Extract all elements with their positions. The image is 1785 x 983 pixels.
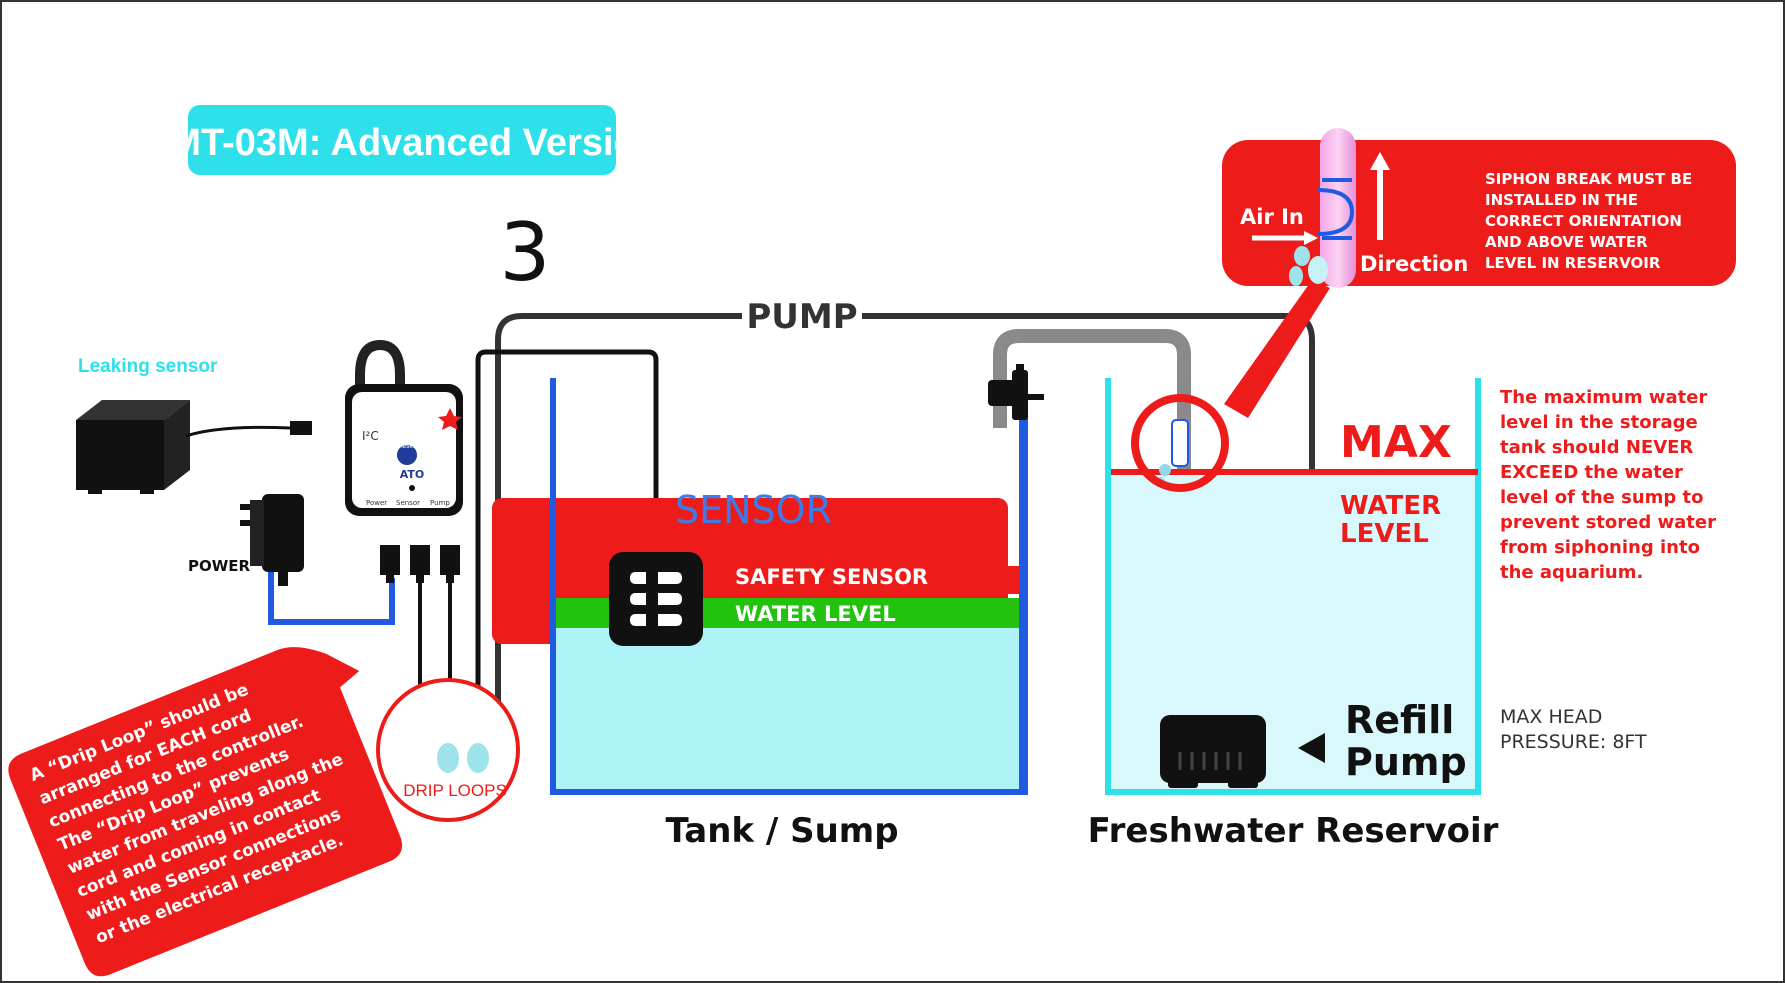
sensor-cable bbox=[440, 349, 659, 728]
water-drop-icon bbox=[437, 743, 459, 773]
leak-sensor-cable bbox=[185, 425, 291, 438]
water-level-band-label: WATER LEVEL bbox=[735, 602, 896, 626]
step-number: 3 bbox=[500, 206, 551, 299]
drip-loops-badge: DRIP LOOPS bbox=[376, 678, 520, 822]
controller-logo-star-icon bbox=[438, 408, 462, 430]
controller-i2c-label: I²C bbox=[362, 429, 379, 443]
leak-sensor-plug bbox=[290, 421, 312, 435]
max-note-line: EXCEED the water bbox=[1500, 462, 1683, 483]
drip-loops-label: DRIP LOOPS bbox=[403, 781, 507, 800]
water-drop-icon bbox=[467, 743, 489, 773]
siphon-warning-line: CORRECT ORIENTATION bbox=[1485, 212, 1682, 230]
max-level-note: The maximum water level in the storage t… bbox=[1500, 387, 1716, 583]
air-in-arrow-icon bbox=[1304, 231, 1318, 245]
drip-loop-note: A “Drip Loop” should be arranged for EAC… bbox=[8, 647, 403, 977]
refill-pump-label-line1: Refill bbox=[1345, 698, 1454, 742]
reservoir-level-label-line1: WATER bbox=[1340, 491, 1441, 521]
reservoir-label: Freshwater Reservoir bbox=[1088, 811, 1499, 851]
max-label: MAX bbox=[1340, 417, 1452, 468]
reservoir-walls bbox=[1105, 378, 1481, 795]
refill-pump-icon bbox=[1160, 715, 1266, 788]
tank-sump: SENSOR SAFETY SENSOR WATER LEVEL Tank / … bbox=[492, 378, 1028, 851]
float-sensor-icon bbox=[609, 552, 703, 646]
direction-label: Direction bbox=[1360, 252, 1468, 276]
sensor-label: SENSOR bbox=[675, 488, 832, 532]
freshwater-reservoir: MAX WATER LEVEL Refill Pump Freshwater R… bbox=[1088, 378, 1499, 851]
return-pipe bbox=[993, 329, 1191, 700]
connector-plugs-icon bbox=[380, 545, 460, 583]
check-valve-icon bbox=[988, 364, 1044, 420]
max-head-label-line1: MAX HEAD bbox=[1500, 706, 1602, 728]
siphon-warning-line: AND ABOVE WATER bbox=[1485, 233, 1648, 251]
safety-sensor-label: SAFETY SENSOR bbox=[735, 565, 928, 589]
title-badge-text: SMT-03M: Advanced Version bbox=[144, 122, 660, 164]
pointer-triangle-icon bbox=[1298, 733, 1325, 763]
max-note-line: the aquarium. bbox=[1500, 562, 1643, 583]
max-note-line: level of the sump to bbox=[1500, 487, 1704, 508]
direction-arrow-icon bbox=[1370, 152, 1390, 170]
controller-reset-button bbox=[397, 445, 417, 465]
title-badge: SMT-03M: Advanced Version bbox=[144, 105, 660, 175]
leaking-sensor-label: Leaking sensor bbox=[78, 356, 218, 377]
pump-label-bg bbox=[742, 292, 862, 340]
siphon-warning-line: LEVEL IN RESERVOIR bbox=[1485, 254, 1661, 272]
siphon-warning-line: SIPHON BREAK MUST BE bbox=[1485, 170, 1692, 188]
max-head-label-line2: PRESSURE: 8FT bbox=[1500, 731, 1647, 753]
pump-line-label: PUMP bbox=[746, 297, 857, 337]
reservoir-level-label-line2: LEVEL bbox=[1340, 519, 1429, 549]
controller-ato-label: ATO bbox=[400, 468, 425, 481]
controller-port-label: Sensor bbox=[396, 499, 420, 507]
max-note-line: level in the storage bbox=[1500, 412, 1698, 433]
controller-port-label: Pump bbox=[430, 499, 450, 507]
max-note-line: from siphoning into bbox=[1500, 537, 1700, 558]
tank-label: Tank / Sump bbox=[665, 811, 898, 851]
controller-port-label: Power bbox=[366, 499, 387, 507]
tank-water bbox=[555, 628, 1020, 790]
ato-controller-icon: I²C Reset ATO Power Sensor Pump bbox=[345, 339, 463, 516]
power-cable bbox=[268, 572, 395, 625]
siphon-break-icon bbox=[1320, 128, 1356, 288]
siphon-callout: Air In Direction SIPHON BREAK MUST BE IN… bbox=[1222, 128, 1736, 288]
max-note-line: prevent stored water bbox=[1500, 512, 1716, 533]
power-label: POWER bbox=[188, 557, 251, 575]
water-drops-icon bbox=[1289, 246, 1328, 286]
callout-pointer bbox=[1224, 280, 1330, 418]
max-note-line: The maximum water bbox=[1500, 387, 1707, 408]
power-adapter-icon bbox=[240, 494, 304, 586]
air-in-label: Air In bbox=[1240, 205, 1304, 229]
controller-reset-label: Reset bbox=[399, 443, 416, 450]
siphon-break-highlight-circle bbox=[1131, 394, 1229, 492]
max-note-line: tank should NEVER bbox=[1500, 437, 1693, 458]
refill-pump-label-line2: Pump bbox=[1345, 740, 1467, 784]
leaking-sensor-icon bbox=[76, 400, 190, 494]
siphon-warning-line: INSTALLED IN THE bbox=[1485, 191, 1638, 209]
